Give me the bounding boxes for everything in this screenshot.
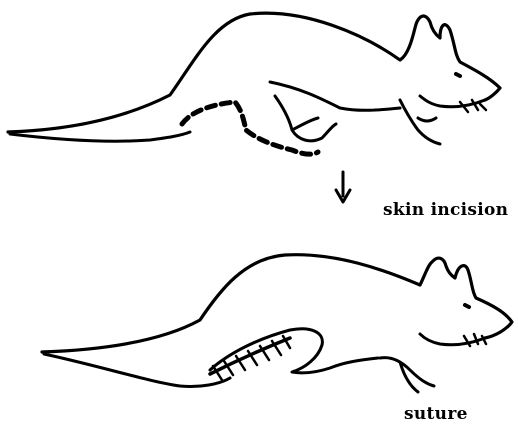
down-arrow-icon bbox=[336, 172, 350, 202]
rat-top-tail bbox=[10, 132, 190, 141]
rat-top-front-leg bbox=[400, 100, 440, 144]
rat-top-body-outline bbox=[8, 13, 500, 132]
rat-suture-illustration bbox=[42, 255, 512, 392]
rat-bottom-front-leg bbox=[380, 358, 434, 392]
skin-incision-label: skin incision bbox=[383, 200, 508, 220]
rat-top-eye bbox=[456, 74, 460, 76]
rat-top-belly bbox=[270, 82, 400, 110]
rat-bottom-eye bbox=[465, 305, 469, 307]
rat-bottom-hind-leg bbox=[210, 329, 378, 373]
rat-incision-illustration bbox=[8, 13, 500, 154]
suture-label: suture bbox=[404, 404, 468, 424]
rat-bottom-tail bbox=[44, 354, 230, 387]
rat-bottom-body-outline bbox=[42, 255, 512, 352]
